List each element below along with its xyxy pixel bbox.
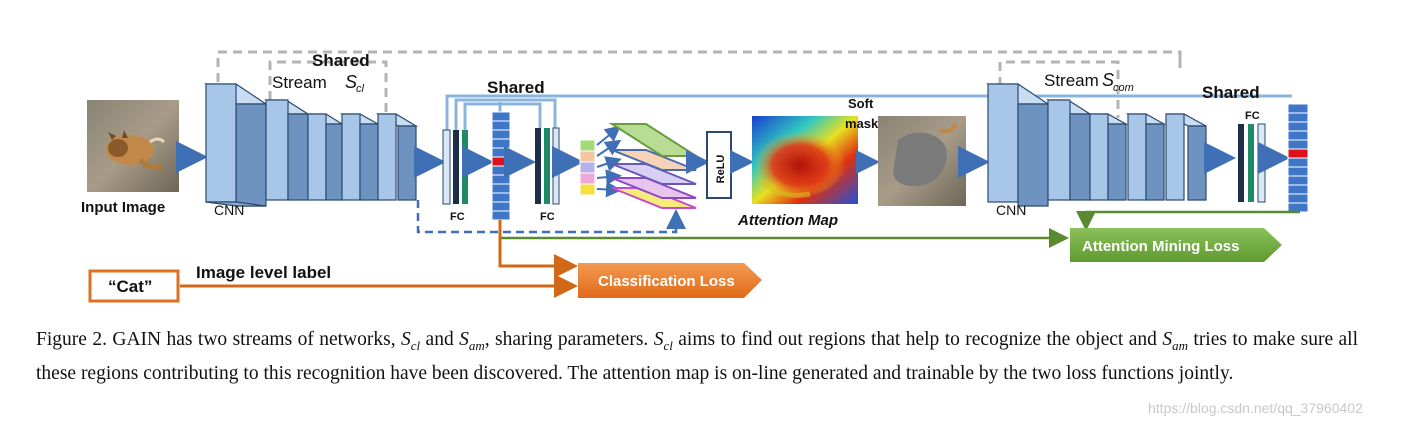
stream-cl-word: Stream [272,73,327,92]
attention-map-image [752,116,858,204]
relu-label: ReLU [715,155,727,184]
input-image-label: Input Image [81,199,165,216]
caption-part-2: , sharing parameters. [484,329,654,350]
masked-image [878,116,966,206]
caption-sym-am-2: S [1162,329,1173,350]
attention-map-label: Attention Map [737,212,838,229]
weight-arrows [596,125,622,198]
caption-sym-cl-2: S [653,329,664,350]
cat-label-text: “Cat” [108,277,152,296]
caption-part-3: aims to find out regions that help to re… [672,329,1163,350]
fc1-label: FC [450,211,465,223]
green-path-am [1076,210,1300,231]
caption-sym-cl: S [401,329,411,350]
classification-loss-box [578,263,762,298]
stream-com-sub: com [1113,82,1134,94]
figure-caption: Figure 2. GAIN has two streams of networ… [36,326,1358,389]
cnn-left-label: CNN [214,202,244,218]
fc-layers-1 [442,129,468,205]
feature-feedback-dashed [416,200,686,234]
fc-layers-3 [1238,123,1266,203]
classification-loss-label: Classification Loss [598,273,735,290]
stream-cl-sym: S [345,72,357,92]
fc-layers-2 [535,127,560,205]
soft-label: Soft [848,96,874,111]
caption-and: and [420,329,460,350]
stream-cl-sub: cl [356,83,365,95]
attention-mining-loss-label: Attention Mining Loss [1082,238,1239,255]
cnn-stream-com [986,83,1207,207]
cnn-stream-cl [204,83,419,207]
caption-sym-am: S [459,329,469,350]
caption-part-4: tries to make sure all these regions con… [36,329,1358,385]
caption-sub-cl-2: cl [663,337,673,353]
orange-path-score [498,220,578,278]
attention-mining-loss-box [1070,228,1282,262]
stream-com-sym: S [1102,70,1114,90]
class-score-vector-2 [1287,103,1309,213]
image-level-label: Image level label [196,263,331,282]
shared-top-label: Shared [312,51,370,70]
caption-sub-am-2: am [1172,337,1188,353]
caption-part-1: Figure 2. GAIN has two streams of networ… [36,329,401,350]
feature-map-stack [608,123,700,209]
gain-diagram: Input Image CNN Shared Stream S cl [81,50,1309,303]
watermark: https://blog.csdn.net/qq_37960402 [1148,400,1363,416]
gradient-weights [579,139,596,196]
relu-box [706,131,732,199]
cnn-right-label: CNN [996,202,1026,218]
caption-sub-cl: cl [410,337,421,353]
caption-sub-am: am [468,337,485,353]
input-image [87,100,179,192]
mask-label: mask [845,116,879,131]
shared-right-label: Shared [1202,83,1260,102]
fc2-label: FC [540,211,555,223]
fc3-label: FC [1245,110,1260,122]
stream-com-word: Stream [1044,71,1099,90]
class-score-vector-1 [491,111,511,221]
shared-mid-label: Shared [487,78,545,97]
shared-dashed-links [216,50,1182,118]
cat-label-box [88,269,180,303]
